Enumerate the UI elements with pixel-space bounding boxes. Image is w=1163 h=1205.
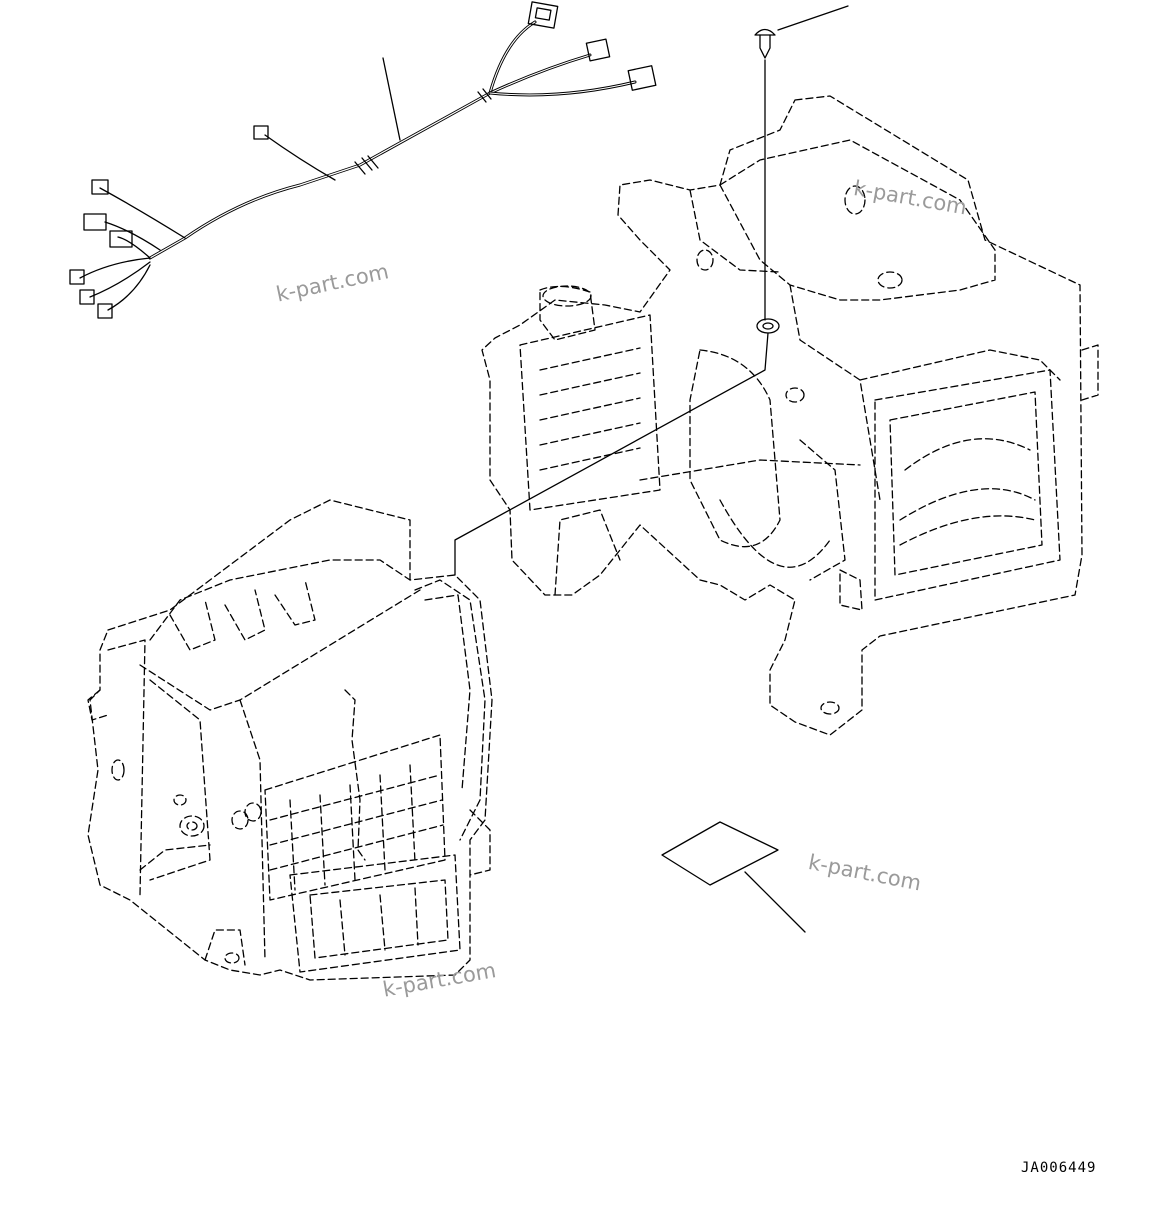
- label-plate: [661, 821, 806, 933]
- ac-unit-upper: [481, 95, 1099, 736]
- wiring-harness: [69, 1, 657, 319]
- ac-unit-lower: [87, 499, 493, 981]
- drawing-id-label: JA006449: [1021, 1160, 1097, 1176]
- screw-fastener: [754, 5, 849, 334]
- leader-line: [454, 332, 769, 576]
